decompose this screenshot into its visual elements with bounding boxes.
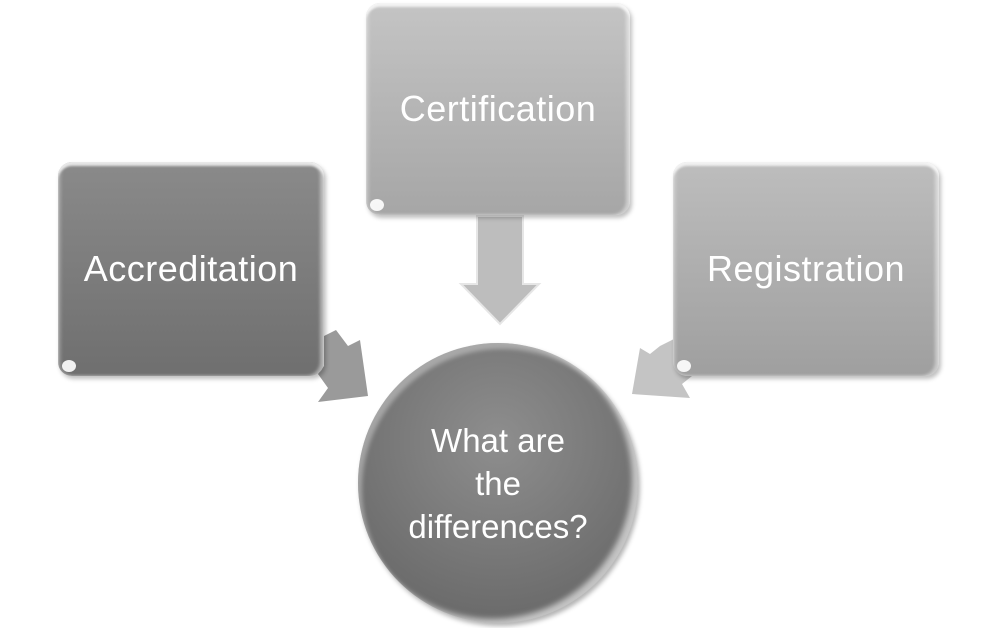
arrow-down-right-icon bbox=[318, 330, 368, 402]
arrow-down-icon bbox=[458, 215, 542, 326]
differences-circle: What are the differences? bbox=[358, 343, 638, 623]
accreditation-box: Accreditation bbox=[58, 162, 324, 376]
question-line-3: differences? bbox=[408, 507, 588, 545]
registration-label: Registration bbox=[706, 248, 906, 289]
accreditation-label: Accreditation bbox=[83, 248, 299, 289]
certification-label: Certification bbox=[399, 88, 597, 129]
registration-box: Registration bbox=[673, 162, 939, 376]
question-line-1: What are bbox=[431, 421, 565, 459]
question-line-2: the bbox=[475, 464, 521, 502]
certification-box: Certification bbox=[366, 3, 630, 215]
differences-question: What are the differences? bbox=[388, 419, 608, 548]
